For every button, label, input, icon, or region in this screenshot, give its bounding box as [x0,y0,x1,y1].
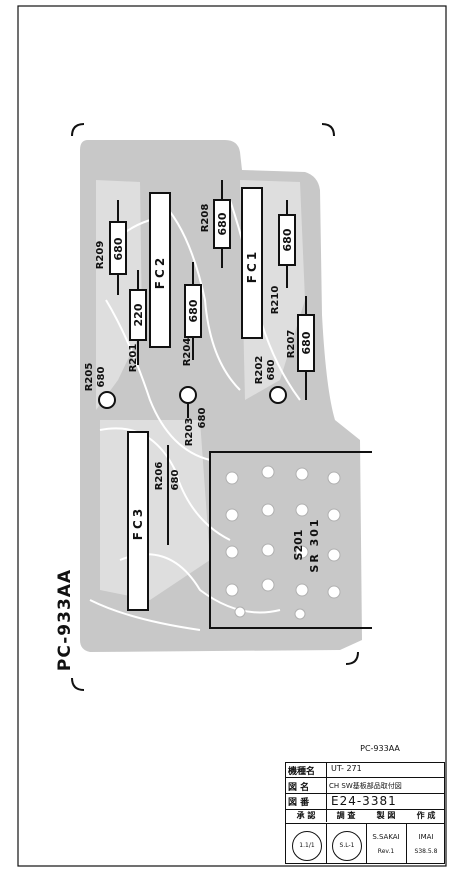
resistor-ref-r206: R206 [154,462,165,491]
resistor-value-r205: 680 [96,367,107,388]
resistor-ref-r210: R210 [270,286,281,315]
resistor-ref-r209: R209 [95,241,106,270]
resistor-r201: 220 R201 [128,270,147,373]
sign-create: 作 成 [416,811,436,820]
connector-label-fc1: FC1 [245,249,259,283]
resistor-r208: 680 R208 [200,180,231,268]
resistor-value-r208: 680 [216,212,229,235]
sign-draw: 製 図 [376,811,396,820]
model-label: 機種名 [288,767,316,776]
resistor-r202: R202 680 [254,356,287,404]
resistor-value-r204: 680 [187,299,200,322]
resistor-value-r203: 680 [197,408,208,429]
switch-type-label: SR 301 [308,517,321,572]
resistor-ref-r205: R205 [84,363,95,392]
title-block-top-label: PC-933AA [360,744,400,753]
corner-mark-bl [71,677,85,691]
stamp-check: S.L-1 [332,831,362,861]
board-id-label: PC-933AA [55,569,75,671]
drawing-date: S38.5.8 [414,848,438,855]
resistor-r210: 680 R210 [270,200,296,315]
connector-fc3: FC3 [127,431,149,611]
corner-mark-tr [321,123,335,137]
connector-fc2: FC2 [149,192,171,348]
revision-mark: Rev.1 [377,848,395,855]
resistor-r205: R205 680 [84,363,116,409]
resistor-ref-r207: R207 [286,330,297,359]
resistor-ref-r202: R202 [254,356,265,385]
title-block: 機種名 UT- 271 図 名 CH SW基板部品取付図 図 番 E24-338… [285,762,445,864]
drawing-frame [17,5,447,867]
resistor-r209: 680 R209 [95,200,127,295]
connector-fc1: FC1 [241,187,263,339]
resistor-value-r207: 680 [300,331,313,354]
resistor-r204: 680 R204 [182,262,202,367]
switch-box: S201 SR 301 [209,451,372,629]
resistor-ref-r208: R208 [200,204,211,233]
resistor-value-r209: 680 [112,237,125,260]
connector-label-fc3: FC3 [131,506,145,540]
drawing-number-label: 図 番 [288,798,310,807]
resistor-r206: R206 680 [154,445,181,545]
resistor-value-r210: 680 [281,228,294,251]
resistor-value-r201: 220 [132,303,145,326]
checker-name: IMAI [418,833,434,841]
resistor-ref-r204: R204 [182,338,193,367]
stamp-approve: 1.1/1 [292,831,322,861]
sign-check: 調 査 [336,811,356,820]
resistor-value-r206: 680 [170,470,181,491]
designer-name: S.SAKAI [372,833,400,841]
resistor-ref-r201: R201 [128,344,139,373]
corner-mark-br [345,651,359,665]
switch-ref-label: S201 [292,530,305,561]
drawing-name-label: 図 名 [288,783,310,792]
resistor-ref-r203: R203 [184,418,195,447]
resistor-r207: 680 R207 [286,296,315,400]
connector-label-fc2: FC2 [153,255,167,289]
corner-mark-tl [71,123,85,137]
model-value: UT- 271 [331,764,362,773]
drawing-number-value: E24-3381 [331,794,397,808]
drawing-name-value: CH SW基板部品取付図 [329,782,402,790]
resistor-value-r202: 680 [266,360,277,381]
sign-approve: 承 認 [296,811,316,820]
resistor-r203: R203 680 [179,386,208,447]
